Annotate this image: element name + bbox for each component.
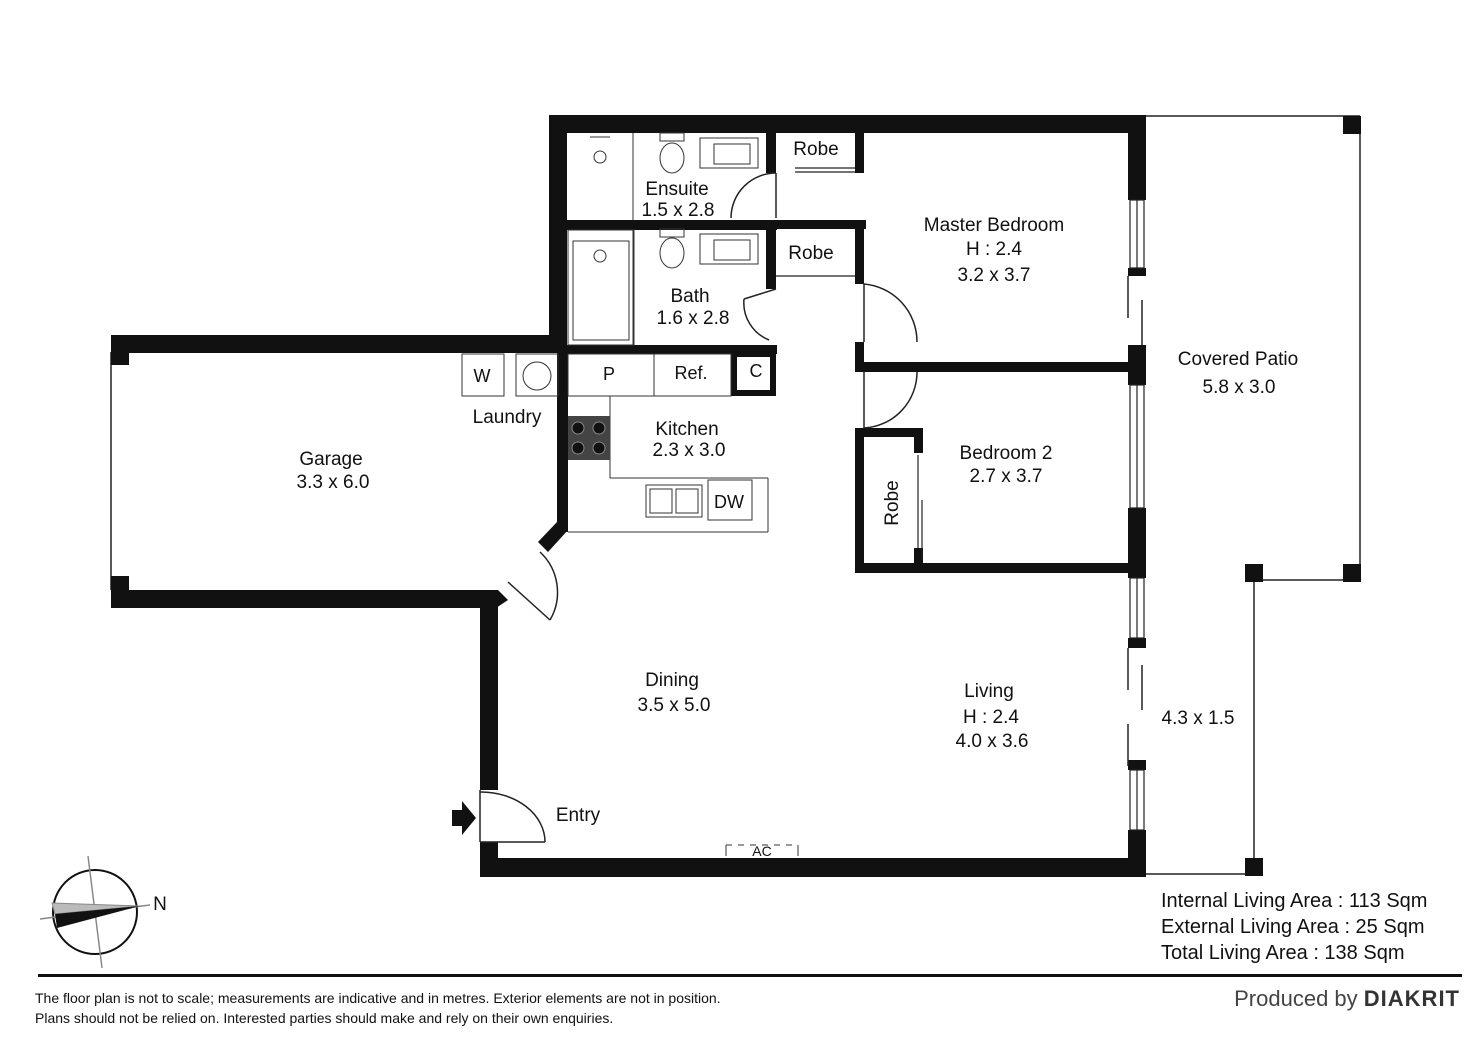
external-area: External Living Area : 25 Sqm: [1161, 916, 1425, 938]
kitchen-size: 2.3 x 3.0: [653, 440, 726, 461]
compass-north-label: N: [153, 894, 167, 915]
master-size: 3.2 x 3.7: [958, 265, 1031, 286]
fridge-label: Ref.: [674, 363, 707, 383]
robe-sliders: [776, 167, 923, 560]
master-height: H : 2.4: [966, 239, 1022, 260]
living-area-summary: Internal Living Area : 113 Sqm External …: [1161, 888, 1427, 966]
footer-divider: [38, 974, 1462, 977]
ensuite-name: Ensuite: [645, 179, 708, 200]
disclaimer-line-1: The floor plan is not to scale; measurem…: [35, 990, 721, 1006]
robe1-label: Robe: [793, 139, 838, 160]
robe2-label: Robe: [788, 243, 833, 264]
deck-size: 4.3 x 1.5: [1162, 708, 1235, 729]
living-height: H : 2.4: [963, 707, 1019, 728]
ac-label: AC: [752, 843, 771, 859]
walls: [111, 115, 1146, 877]
entry-arrow-icon: [452, 801, 476, 835]
cooktop: [568, 416, 610, 460]
dishwasher-label: DW: [714, 492, 744, 512]
doors: [479, 172, 918, 843]
sliding-doors: [1127, 276, 1143, 766]
pantry-label: P: [603, 364, 615, 384]
internal-area: Internal Living Area : 113 Sqm: [1161, 890, 1428, 912]
ensuite-size: 1.5 x 2.8: [642, 200, 715, 221]
windows: [1129, 199, 1145, 831]
kitchen-name: Kitchen: [655, 419, 718, 440]
entry-name: Entry: [556, 805, 601, 826]
bath-size: 1.6 x 2.8: [657, 308, 730, 329]
patio-outline: [1146, 115, 1361, 875]
brand-logo: DIAKRIT: [1363, 986, 1460, 1011]
disclaimer-line-2: Plans should not be relied on. Intereste…: [35, 1010, 614, 1026]
patio-name: Covered Patio: [1178, 349, 1298, 370]
fixtures: [461, 132, 799, 856]
cupboard-label: C: [750, 361, 763, 381]
dining-size: 3.5 x 5.0: [638, 695, 711, 716]
disclaimer: The floor plan is not to scale; measurem…: [35, 988, 721, 1028]
patio-posts: [1245, 116, 1361, 876]
credit-prefix: Produced by: [1234, 986, 1358, 1011]
bedroom2-size: 2.7 x 3.7: [970, 466, 1043, 487]
living-size: 4.0 x 3.6: [956, 731, 1029, 752]
bedroom2-robe-label: Robe: [882, 480, 903, 525]
bedroom2-name: Bedroom 2: [960, 443, 1053, 464]
compass-icon: [39, 855, 151, 969]
garage-name: Garage: [299, 449, 362, 470]
living-name: Living: [964, 681, 1014, 702]
laundry-w-label: W: [474, 366, 491, 386]
bath-name: Bath: [670, 286, 709, 307]
master-name: Master Bedroom: [924, 215, 1064, 236]
patio-size: 5.8 x 3.0: [1203, 377, 1276, 398]
dining-name: Dining: [645, 670, 699, 691]
laundry-name: Laundry: [473, 407, 542, 428]
producer-credit: Produced by DIAKRIT: [1234, 986, 1460, 1012]
garage-size: 3.3 x 6.0: [297, 472, 370, 493]
total-area: Total Living Area : 138 Sqm: [1161, 942, 1405, 964]
